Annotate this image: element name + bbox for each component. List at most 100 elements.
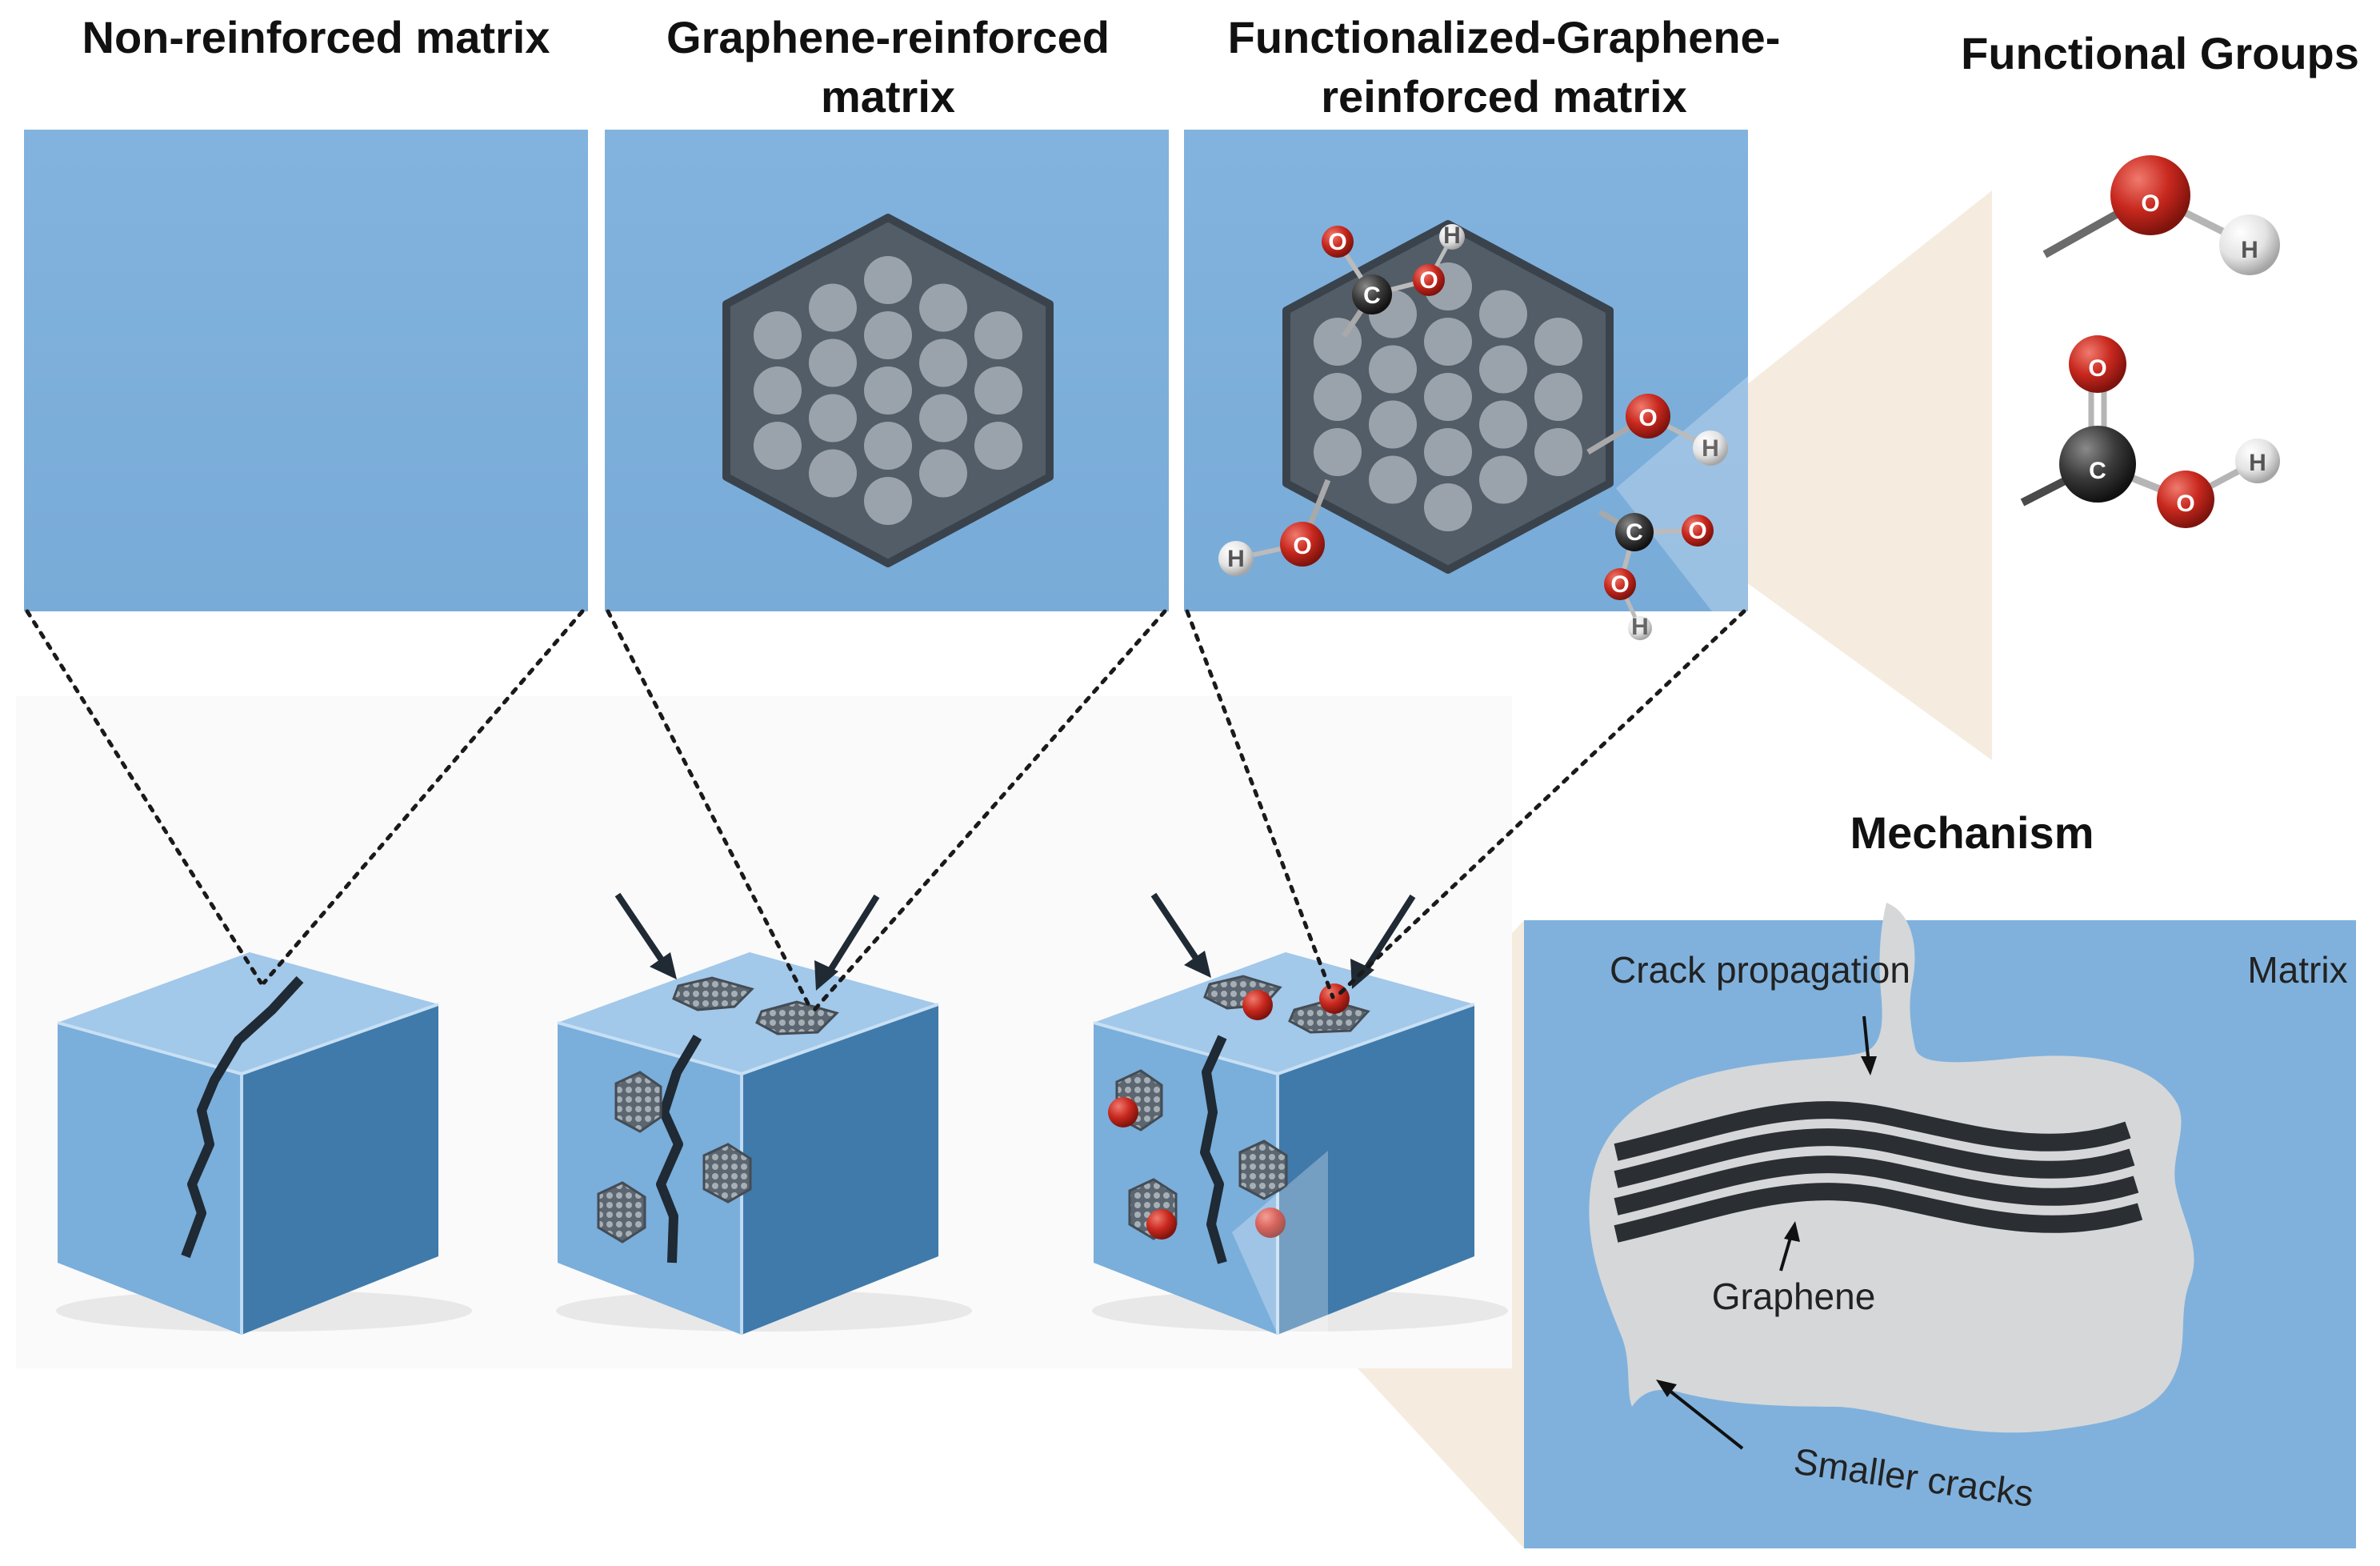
graphene-pore	[1369, 400, 1417, 449]
graphene-pore	[1314, 373, 1362, 421]
svg-text:O: O	[1328, 229, 1346, 255]
label-crack-propagation: Crack propagation	[1610, 949, 1910, 991]
panel-non-reinforced	[24, 130, 588, 611]
graphene-pore	[1424, 318, 1472, 366]
graphene-pore	[809, 283, 857, 332]
svg-text:O: O	[2176, 491, 2194, 517]
graphene-pore	[809, 338, 857, 387]
hydroxyl-group-left: O H	[1218, 479, 1331, 576]
graphene-pore	[1424, 373, 1472, 421]
hydrogen-atom	[2219, 214, 2280, 275]
label-matrix: Matrix	[2247, 949, 2347, 991]
svg-text:O: O	[1688, 518, 1706, 544]
graphene-pore	[1424, 483, 1472, 531]
svg-text:H: H	[1443, 222, 1461, 249]
title-non-reinforced: Non-reinforced matrix	[82, 12, 550, 62]
cube-functionalized-graphene	[1092, 892, 1508, 1335]
hydrogen-atom	[1439, 224, 1465, 250]
graphene-pore	[919, 283, 967, 332]
hydrogen-atom	[1693, 431, 1728, 466]
graphene-pore	[864, 422, 912, 470]
graphene-pore	[1479, 290, 1527, 338]
cube-non-reinforced	[56, 952, 472, 1335]
oxygen-atom	[1280, 522, 1325, 567]
title-functionalized-line1: Functionalized-Graphene-	[1228, 12, 1781, 62]
arrow-head	[1861, 1056, 1877, 1075]
graphene-pore	[809, 394, 857, 443]
graphene-pore	[864, 477, 912, 525]
carbon-atom	[1615, 513, 1654, 551]
svg-text:O: O	[1638, 405, 1657, 431]
graphene-pore	[1314, 428, 1362, 476]
graphene-pore	[864, 366, 912, 415]
graphene-pore	[1534, 428, 1582, 476]
graphene-pore	[1369, 345, 1417, 394]
svg-text:O: O	[2088, 355, 2106, 382]
title-graphene-line2: matrix	[821, 71, 955, 122]
graphene-pore	[754, 422, 802, 470]
carbon-atom	[2059, 426, 2136, 503]
oxygen-atom	[1626, 394, 1670, 439]
graphene-pore	[919, 394, 967, 443]
graphene-pore	[1534, 318, 1582, 366]
cube-top-face	[58, 952, 438, 1074]
cube-front-face	[58, 1023, 242, 1335]
graphene-pore	[974, 422, 1022, 470]
graphene-pores	[754, 256, 1022, 525]
oxygen-atom	[2157, 471, 2214, 528]
graphene-pore	[1479, 400, 1527, 449]
zoom-beam-functional-groups	[1616, 190, 1992, 760]
carboxyl-group-top: C O O H	[1322, 222, 1465, 338]
svg-text:O: O	[1293, 533, 1311, 559]
svg-text:C: C	[2089, 458, 2106, 484]
svg-text:H: H	[1631, 614, 1649, 640]
oxygen-atom	[1413, 264, 1445, 296]
arrow-shaft	[1150, 892, 1205, 969]
label-graphene: Graphene	[1712, 1276, 1876, 1317]
hydrogen-atom	[1218, 541, 1254, 576]
graphene-pore	[754, 366, 802, 415]
arrow-head	[1656, 1380, 1677, 1397]
svg-text:H: H	[1702, 435, 1719, 462]
carboxyl-group-bottom-right: C O O H	[1598, 509, 1714, 640]
arrow-head	[1784, 1221, 1800, 1242]
oxygen-atom	[1682, 515, 1714, 547]
hydrogen-atom	[2235, 439, 2280, 483]
title-functional-groups: Functional Groups	[1961, 28, 2359, 78]
svg-text:O: O	[1610, 571, 1629, 598]
svg-text:O: O	[2141, 190, 2159, 217]
svg-text:C: C	[1363, 282, 1381, 309]
arrow-smaller-cracks	[1664, 1386, 1744, 1450]
oxygen-atom	[1604, 568, 1636, 600]
crack	[656, 1034, 702, 1264]
svg-text:C: C	[1626, 519, 1643, 546]
zoom-lines	[25, 609, 1746, 1012]
svg-text:H: H	[2241, 237, 2258, 263]
arrow-shaft	[614, 892, 670, 971]
title-functionalized-line2: reinforced matrix	[1321, 71, 1687, 122]
graphene-flakes	[597, 976, 839, 1244]
graphene-pore	[974, 366, 1022, 415]
title-graphene-line1: Graphene-reinforced	[666, 12, 1110, 62]
graphene-pore	[864, 256, 912, 304]
carbon-atom	[1352, 274, 1392, 314]
arrow-head	[1184, 951, 1211, 978]
oxygen-atom	[1322, 226, 1354, 258]
graphene-pore	[919, 338, 967, 387]
cube-graphene-reinforced	[556, 892, 972, 1335]
svg-text:O: O	[1419, 267, 1438, 294]
title-mechanism: Mechanism	[1850, 807, 2094, 858]
crack	[181, 975, 304, 1259]
oxygen-atom	[2069, 335, 2126, 393]
graphene-sheet-hexagon	[722, 214, 1054, 567]
graphene-pore	[754, 311, 802, 359]
graphene-layers	[1614, 1101, 2143, 1243]
oxygen-atom	[2110, 155, 2190, 235]
hydroxyl-group-right: O H	[1586, 394, 1728, 466]
functional-group-beads	[1108, 983, 1350, 1240]
svg-text:H: H	[2249, 450, 2266, 476]
arrow-head	[650, 952, 677, 979]
graphene-pore	[1369, 455, 1417, 504]
